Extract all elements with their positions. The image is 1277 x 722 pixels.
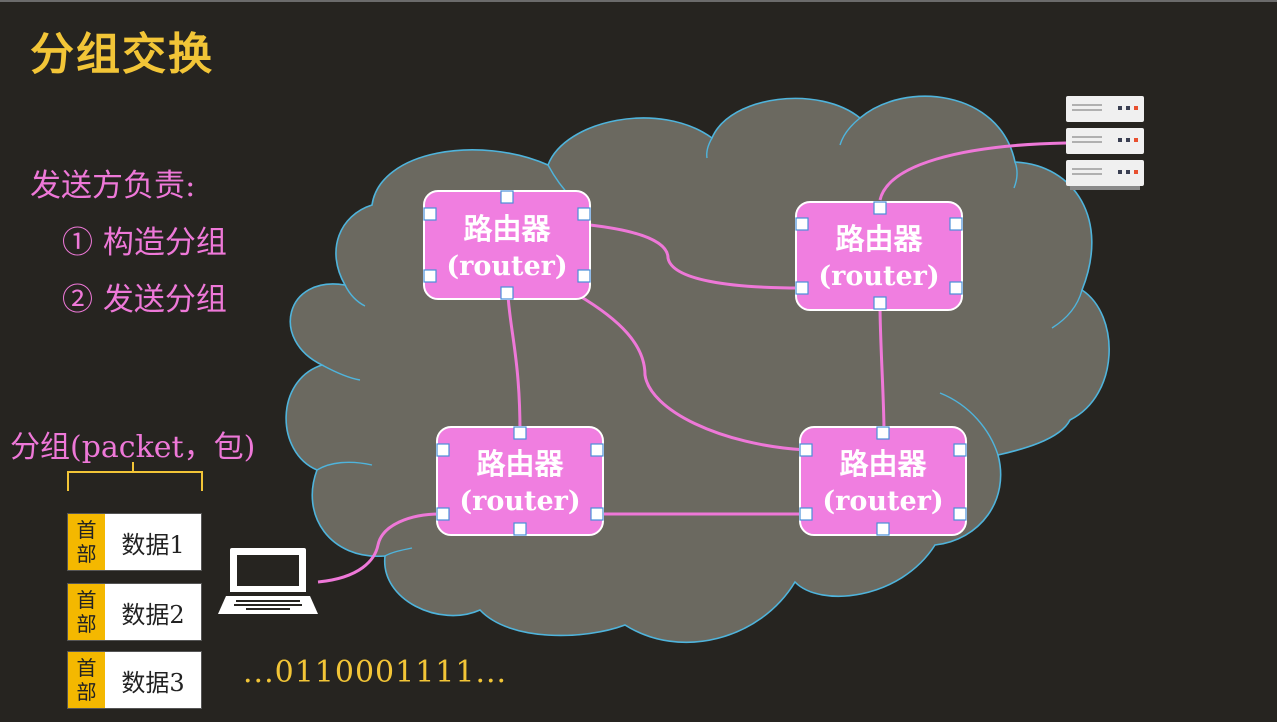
router-2-sub: (router) [818, 261, 939, 292]
router-2-name: 路由器 [835, 222, 923, 256]
packet-bracket-tick [132, 462, 134, 472]
packet-2-data: 数据2 [105, 584, 201, 640]
link-r1-r4 [577, 293, 807, 452]
packet-bracket [67, 471, 203, 491]
packet-1-data: 数据1 [105, 514, 201, 570]
router-4-name: 路由器 [839, 447, 927, 481]
packet-3-header: 首部 [68, 652, 105, 708]
router-4-sub: (router) [822, 486, 943, 517]
packet-label: 分组(packet，包) [10, 430, 256, 465]
link-r1-r3 [506, 294, 522, 433]
connection-handles [423, 190, 967, 536]
router-1-sub: (router) [446, 251, 567, 282]
packet-1: 首部 数据1 [67, 513, 202, 571]
laptop-icon [218, 548, 318, 614]
packet-2: 首部 数据2 [67, 583, 202, 641]
page-title: 分组交换 [30, 29, 214, 80]
cloud-shape [285, 95, 1110, 644]
packet-3-data: 数据3 [105, 652, 201, 708]
router-3-sub: (router) [459, 486, 580, 517]
sender-step-2: ② 发送分组 [62, 282, 227, 318]
links [317, 141, 1067, 584]
router-3: 路由器 (router) [436, 426, 604, 536]
link-r1-r2 [589, 223, 801, 290]
packet-1-header: 首部 [68, 514, 105, 570]
router-1: 路由器 (router) [423, 190, 591, 300]
sender-heading: 发送方负责: [30, 168, 196, 204]
router-2: 路由器 (router) [795, 201, 963, 311]
packet-3: 首部 数据3 [67, 651, 202, 709]
router-3-name: 路由器 [476, 447, 564, 481]
router-4: 路由器 (router) [799, 426, 967, 536]
link-laptop-r3 [317, 512, 441, 584]
packet-2-header: 首部 [68, 584, 105, 640]
link-r2-r4 [878, 304, 886, 433]
router-1-name: 路由器 [463, 212, 551, 246]
sender-step-1: ① 构造分组 [62, 225, 227, 261]
top-border [0, 0, 1277, 2]
bitstream: ...0110001111... [243, 655, 508, 690]
network-cloud [285, 95, 1110, 644]
server-icon [1066, 96, 1144, 190]
link-r2-server [878, 141, 1067, 201]
